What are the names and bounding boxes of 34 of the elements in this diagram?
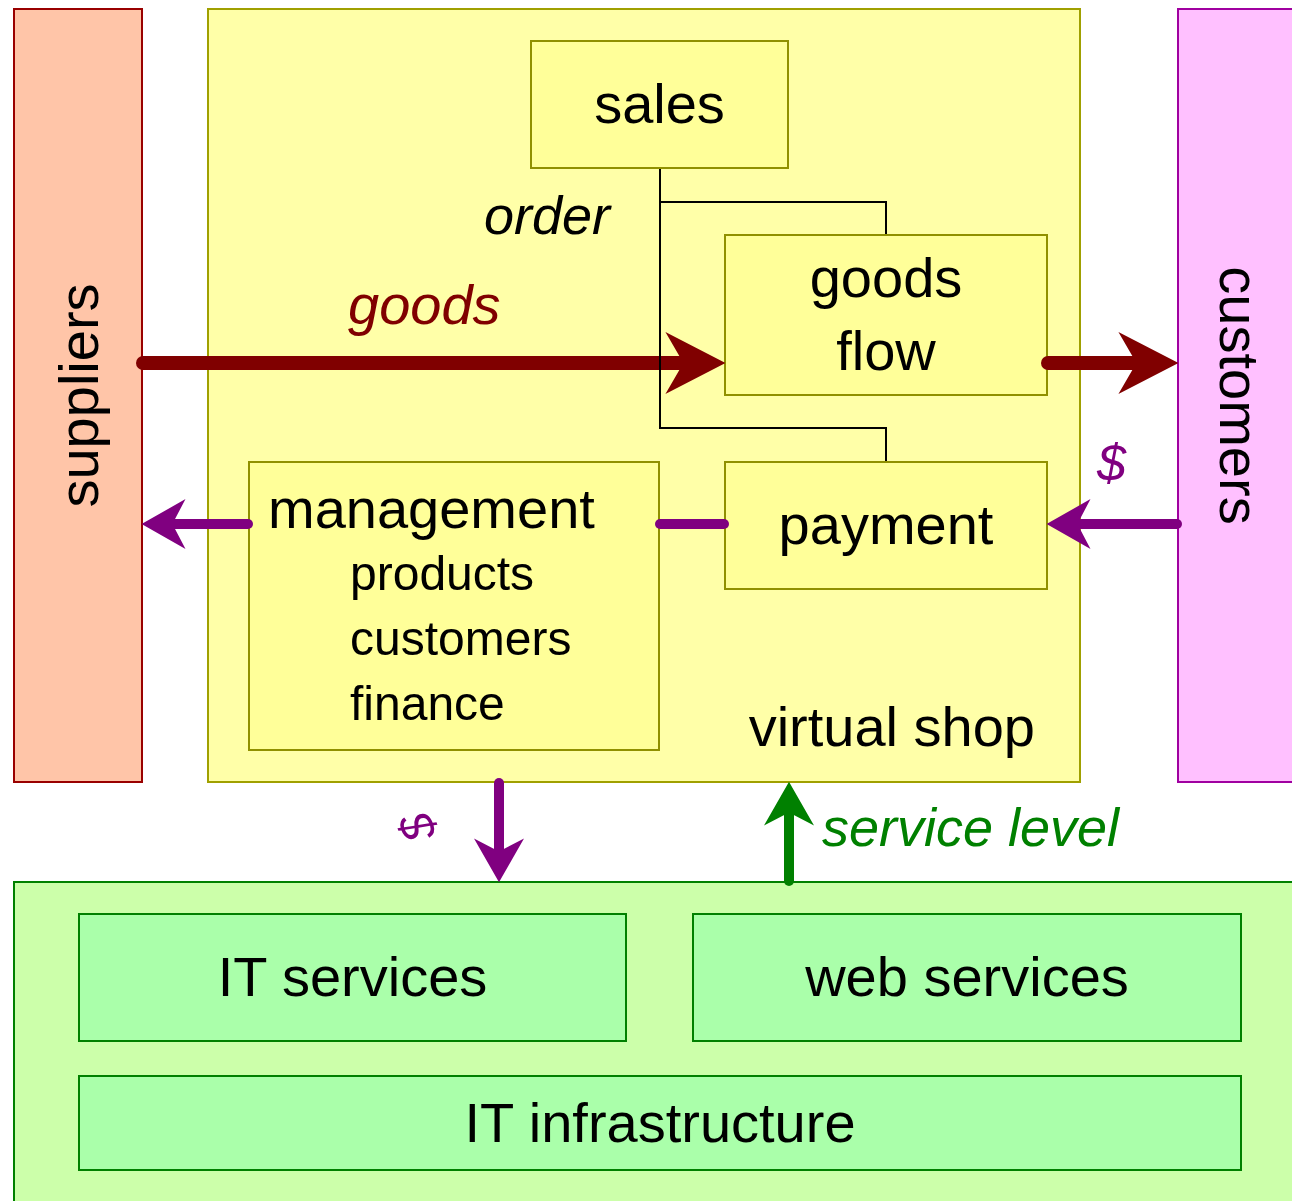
arrow xyxy=(136,332,726,394)
process-box xyxy=(724,234,1048,396)
connector-line xyxy=(655,519,729,529)
group-label: virtual shop xyxy=(748,694,1035,759)
edge-label: service level xyxy=(822,796,1120,858)
edge-label: order xyxy=(484,184,611,246)
box-label: IT infrastructure xyxy=(464,1089,856,1156)
edge-label: goods xyxy=(348,272,501,337)
side-panel xyxy=(1177,8,1292,783)
box-label: payment xyxy=(778,492,994,559)
group-box xyxy=(13,881,1292,1201)
edge-label: $ xyxy=(1097,433,1126,493)
arrow xyxy=(141,499,253,549)
service-box xyxy=(78,1075,1242,1171)
arrow xyxy=(1046,499,1182,549)
box-label: sales xyxy=(594,71,725,138)
box-label: web services xyxy=(805,944,1129,1011)
panel-label: suppliers xyxy=(45,283,111,508)
side-panel xyxy=(13,8,143,783)
process-box xyxy=(724,461,1048,590)
service-box xyxy=(692,913,1242,1042)
service-box xyxy=(78,913,627,1042)
box-label: goods flow xyxy=(808,245,964,384)
box-heading: management xyxy=(268,476,595,542)
arrow xyxy=(1041,332,1179,394)
edge-label: $ xyxy=(386,805,448,850)
group-box xyxy=(207,8,1081,783)
arrow xyxy=(474,778,524,883)
process-box xyxy=(530,40,789,169)
panel-label: customers xyxy=(1207,266,1272,525)
item-list: products customers finance xyxy=(350,542,590,737)
process-box xyxy=(248,461,660,751)
box-label: IT services xyxy=(217,944,488,1011)
arrow xyxy=(764,781,814,886)
